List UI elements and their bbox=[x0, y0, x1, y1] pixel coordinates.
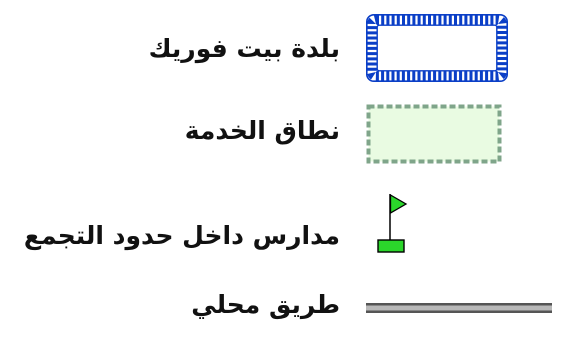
legend-label-service-area: نطاق الخدمة bbox=[184, 116, 340, 145]
road-line-icon bbox=[366, 303, 552, 313]
legend-label-schools: مدارس داخل حدود التجمع bbox=[23, 221, 340, 250]
legend-label-town-boundary: بلدة بيت فوريك bbox=[148, 34, 340, 63]
legend-item-service-area: نطاق الخدمة bbox=[0, 98, 562, 168]
town-boundary-symbol-icon bbox=[366, 14, 508, 82]
legend-label-local-road: طريق محلي bbox=[191, 290, 340, 319]
legend-item-town-boundary: بلدة بيت فوريك bbox=[0, 8, 562, 84]
service-area-symbol-icon bbox=[366, 104, 502, 164]
legend-item-local-road: طريق محلي bbox=[0, 280, 562, 340]
flag-icon bbox=[377, 193, 408, 253]
legend-item-schools: مدارس داخل حدود التجمع bbox=[0, 186, 562, 256]
